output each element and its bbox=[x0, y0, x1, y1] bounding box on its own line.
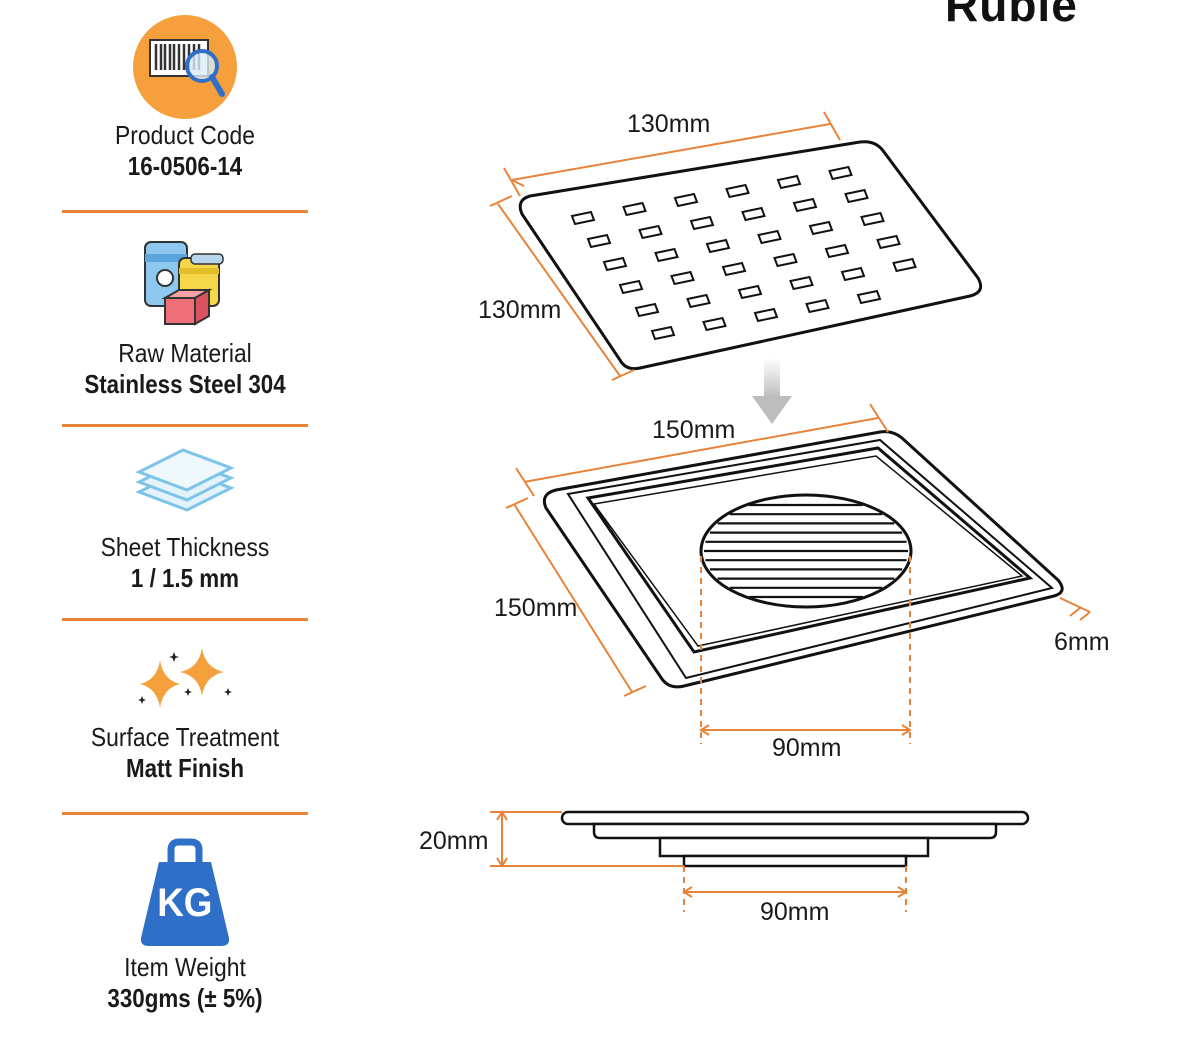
spec-sheet-thickness: Sheet Thickness 1 / 1.5 mm bbox=[62, 448, 308, 594]
grate-slot bbox=[737, 284, 763, 300]
grate-slot bbox=[702, 316, 727, 332]
grate-slot bbox=[808, 220, 834, 236]
grate-top-view bbox=[518, 140, 983, 371]
grate-slot bbox=[586, 233, 612, 249]
grate-slot bbox=[570, 210, 596, 226]
frame-width-dimension bbox=[515, 403, 889, 497]
divider bbox=[62, 812, 308, 815]
grate-slot bbox=[725, 183, 750, 199]
frame-width-label: 150mm bbox=[652, 416, 735, 444]
spec-surface-treatment: Surface Treatment Matt Finish bbox=[62, 644, 308, 784]
spec-value: Stainless Steel 304 bbox=[84, 369, 286, 399]
spec-value: 1 / 1.5 mm bbox=[130, 563, 240, 593]
grate-slot bbox=[876, 234, 901, 250]
grate-slot bbox=[670, 270, 695, 286]
grate-slot bbox=[741, 206, 766, 222]
assembly-arrow-icon bbox=[752, 358, 792, 424]
height-label: 20mm bbox=[419, 827, 488, 855]
sparkle-icon bbox=[138, 648, 232, 708]
sheet-layers-icon bbox=[135, 448, 235, 512]
frame-thickness-label: 6mm bbox=[1054, 628, 1110, 656]
grate-slot bbox=[840, 266, 866, 282]
spec-value: 330gms (± 5%) bbox=[107, 983, 263, 1013]
outlet-grill-lines bbox=[704, 503, 908, 599]
grate-slot bbox=[776, 174, 802, 190]
grate-slot bbox=[634, 302, 660, 318]
divider bbox=[62, 424, 308, 427]
grate-slot bbox=[892, 257, 917, 273]
grate-slot bbox=[705, 238, 731, 254]
grate-depth-dimension bbox=[489, 195, 635, 381]
spec-raw-material: Raw Material Stainless Steel 304 bbox=[62, 234, 308, 400]
spec-label: Product Code bbox=[115, 120, 255, 150]
svg-text:KG: KG bbox=[157, 881, 212, 926]
grate-slot bbox=[792, 197, 818, 213]
frame-depth-label: 150mm bbox=[494, 594, 577, 622]
raw-material-icon bbox=[144, 241, 224, 326]
grate-slot bbox=[860, 211, 885, 227]
grate-slots bbox=[570, 165, 917, 341]
frame-top-view bbox=[542, 430, 1064, 689]
kg-weight-icon: KG bbox=[140, 838, 230, 946]
frame-thickness-dimension bbox=[1059, 597, 1091, 621]
grate-slot bbox=[789, 275, 814, 291]
brand-logo: Rubie bbox=[945, 0, 1078, 31]
spec-item-weight: KG Item Weight 330gms (± 5%) bbox=[62, 838, 308, 1014]
side-view bbox=[560, 810, 1030, 868]
grate-slot bbox=[602, 256, 628, 272]
grate-slot bbox=[805, 298, 830, 314]
grate-slot bbox=[638, 224, 663, 240]
outlet-top-label: 90mm bbox=[772, 734, 841, 762]
grate-width-dimension bbox=[503, 111, 841, 197]
spec-value: Matt Finish bbox=[125, 753, 245, 783]
divider bbox=[62, 210, 308, 213]
grate-depth-label: 130mm bbox=[478, 296, 561, 324]
grate-slot bbox=[824, 243, 850, 259]
spec-label: Surface Treatment bbox=[90, 722, 280, 752]
grate-slot bbox=[856, 289, 882, 305]
spec-label: Item Weight bbox=[124, 952, 246, 982]
grate-slot bbox=[673, 192, 699, 208]
grate-slot bbox=[622, 201, 647, 217]
grate-slot bbox=[689, 215, 715, 231]
grate-slot bbox=[650, 325, 676, 341]
grate-slot bbox=[828, 165, 853, 181]
outlet-top-dimension bbox=[699, 556, 912, 744]
divider bbox=[62, 618, 308, 621]
grate-slot bbox=[721, 261, 747, 277]
spec-product-code: Product Code 16-0506-14 bbox=[62, 14, 308, 182]
grate-slot bbox=[753, 307, 779, 323]
grate-slot bbox=[844, 188, 869, 204]
outlet-side-label: 90mm bbox=[760, 898, 829, 926]
height-dimension bbox=[490, 810, 684, 868]
outlet-side-dimension bbox=[682, 866, 908, 912]
spec-value: 16-0506-14 bbox=[127, 151, 243, 181]
grate-slot bbox=[654, 247, 679, 263]
grate-slot bbox=[686, 293, 711, 309]
grate-width-label: 130mm bbox=[627, 110, 710, 138]
grate-outline bbox=[518, 140, 983, 371]
grate-slot bbox=[618, 279, 644, 295]
barcode-search-icon bbox=[133, 15, 237, 119]
frame-depth-dimension bbox=[505, 497, 647, 697]
grate-slot bbox=[773, 252, 798, 268]
grate-slot bbox=[757, 229, 782, 245]
spec-label: Raw Material bbox=[118, 338, 252, 368]
spec-label: Sheet Thickness bbox=[100, 532, 270, 562]
